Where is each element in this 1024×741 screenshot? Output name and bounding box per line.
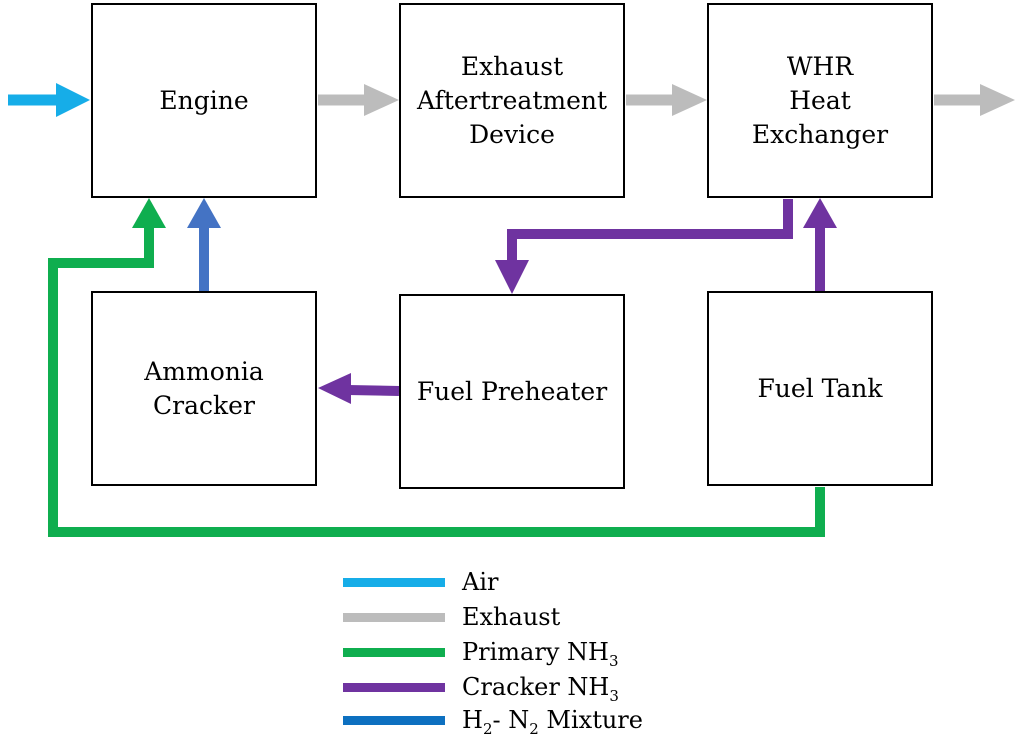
exhaust-device-label-line2: Aftertreatment (416, 85, 608, 115)
legend-swatch-exhaust (343, 613, 445, 622)
ammonia-cracker-label-line2: Cracker (153, 390, 255, 420)
legend-label-air: Air (462, 568, 499, 596)
fuel-preheater-box: Fuel Preheater (399, 294, 625, 489)
h2-n2-mixture-arrow (187, 198, 221, 292)
fuel-preheater-label: Fuel Preheater (416, 376, 608, 406)
primary-nh3-line (48, 198, 825, 537)
legend-label-cracker-nh3: Cracker NH3 (462, 673, 619, 705)
exhaust-arrow-engine-to-aftertreatment (318, 84, 399, 116)
cracker-nh3-preheater-to-cracker-arrow (318, 373, 400, 404)
legend-swatch-cracker-nh3 (343, 683, 445, 692)
exhaust-device-label-line3: Device (469, 119, 555, 149)
air-arrow (8, 83, 90, 117)
ammonia-cracker-label-line1: Ammonia (144, 356, 264, 386)
cracker-nh3-tank-to-whr-arrow (803, 198, 837, 292)
ammonia-cracker-box: Ammonia Cracker (91, 291, 317, 486)
cracker-nh3-whr-to-preheater-arrow (495, 199, 793, 294)
exhaust-arrow-outlet (934, 84, 1015, 116)
fuel-tank-label: Fuel Tank (757, 373, 883, 403)
whr-label-line1: WHR (786, 51, 854, 81)
legend-swatch-air (343, 578, 445, 587)
exhaust-aftertreatment-device-box: Exhaust Aftertreatment Device (399, 3, 625, 198)
exhaust-arrow-aftertreatment-to-whr (626, 84, 707, 116)
whr-label-line3: Exchanger (751, 119, 889, 149)
engine-box: Engine (91, 3, 317, 198)
legend-label-h2-n2-mixture: H2- N2 Mixture (462, 706, 643, 738)
fuel-tank-box: Fuel Tank (707, 291, 933, 486)
legend-label-primary-nh3: Primary NH3 (462, 638, 619, 670)
legend-swatch-h2-n2-mixture (343, 716, 445, 725)
legend-label-exhaust: Exhaust (462, 603, 561, 631)
exhaust-device-label-line1: Exhaust (460, 51, 564, 81)
engine-label: Engine (159, 85, 249, 115)
whr-label-line2: Heat (789, 85, 851, 115)
legend-swatch-primary-nh3 (343, 648, 445, 657)
whr-heat-exchanger-box: WHR Heat Exchanger (707, 3, 933, 198)
